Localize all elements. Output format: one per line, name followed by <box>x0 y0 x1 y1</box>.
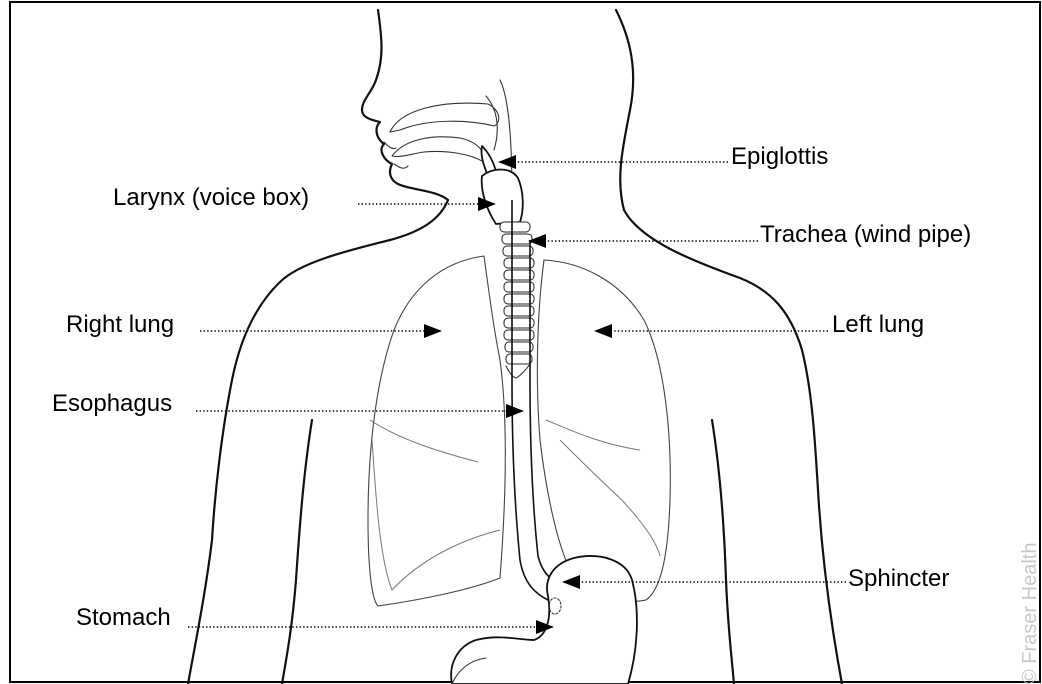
left-lung-shape <box>537 260 670 601</box>
stomach-shape <box>451 556 637 684</box>
arrowhead-left-lung <box>594 324 612 338</box>
larynx-shape <box>482 170 523 225</box>
label-trachea: Trachea (wind pipe) <box>760 221 971 248</box>
label-left-lung: Left lung <box>832 311 924 338</box>
arrowhead-right-lung <box>424 324 442 338</box>
label-right-lung: Right lung <box>66 311 174 338</box>
label-stomach: Stomach <box>76 604 171 631</box>
back-of-neck <box>616 10 842 684</box>
arrowhead-epiglottis <box>498 155 516 169</box>
label-epiglottis: Epiglottis <box>731 143 828 170</box>
right-arm-line <box>712 420 734 684</box>
head-profile <box>188 10 448 684</box>
label-esophagus: Esophagus <box>52 390 172 417</box>
label-larynx: Larynx (voice box) <box>113 184 309 211</box>
arrowhead-esophagus <box>506 404 524 418</box>
esophagus-stomach <box>451 200 637 684</box>
trachea-larynx <box>481 146 534 378</box>
watermark: © Fraser Health <box>1019 543 1041 684</box>
label-sphincter: Sphincter <box>848 565 949 592</box>
left-arm-line <box>282 420 312 684</box>
trachea-rings <box>500 222 534 364</box>
